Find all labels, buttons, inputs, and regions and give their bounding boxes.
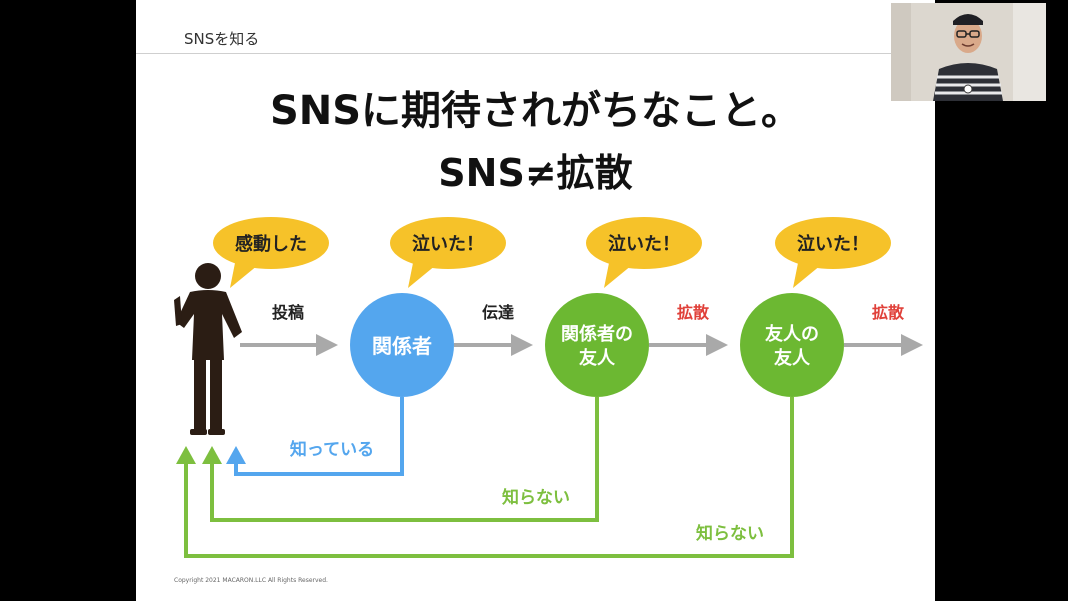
return-line-blue bbox=[234, 397, 404, 476]
bubble-text: 泣いた！ bbox=[412, 233, 484, 255]
return-line-green-1 bbox=[210, 397, 599, 522]
arrow-label-post: 投稿 bbox=[272, 303, 304, 322]
node-friend-of-friend: 友人の 友人 bbox=[740, 293, 844, 397]
bubble-text: 泣いた！ bbox=[608, 233, 680, 255]
presenter-webcam bbox=[891, 3, 1046, 101]
speech-bubble-4: 泣いた！ bbox=[775, 217, 891, 288]
return-arrowhead-blue bbox=[226, 446, 246, 464]
speech-bubble-2: 泣いた！ bbox=[390, 217, 506, 288]
node-label-line1: 友人の bbox=[765, 323, 819, 345]
node-label-line2: 友人 bbox=[579, 347, 616, 369]
arrow-label-relay: 伝達 bbox=[482, 303, 514, 322]
node-label: 関係者 bbox=[372, 334, 432, 358]
spread-diagram: 投稿 伝達 拡散 拡散 感動した 泣いた！ 泣いた！ 泣いた！ bbox=[174, 217, 923, 558]
return-arrowhead-green-1 bbox=[202, 446, 222, 464]
bubble-text: 泣いた！ bbox=[797, 233, 869, 255]
bubble-text: 感動した bbox=[235, 233, 307, 255]
speech-bubble-3: 泣いた！ bbox=[586, 217, 702, 288]
forward-arrow-3 bbox=[649, 334, 728, 356]
arrow-label-spread-2: 拡散 bbox=[872, 303, 905, 322]
slide-subtitle: SNS≠拡散 bbox=[438, 151, 633, 195]
copyright-text: Copyright 2021 MACARON.LLC All Rights Re… bbox=[174, 577, 328, 584]
node-label-line2: 友人 bbox=[774, 347, 811, 369]
node-stakeholder: 関係者 bbox=[350, 293, 454, 397]
forward-arrow-1 bbox=[240, 334, 338, 356]
label-known: 知っている bbox=[289, 439, 374, 460]
node-stakeholder-friend: 関係者の 友人 bbox=[545, 293, 649, 397]
person-icon bbox=[174, 263, 242, 435]
forward-arrow-4 bbox=[844, 334, 923, 356]
slide-header: SNSを知る bbox=[184, 30, 260, 48]
label-unknown-2: 知らない bbox=[695, 523, 764, 544]
slide-title: SNSに期待されがちなこと。 bbox=[269, 88, 802, 134]
forward-arrow-2 bbox=[454, 334, 533, 356]
presenter-video-icon bbox=[891, 3, 1046, 101]
speech-bubble-1: 感動した bbox=[213, 217, 329, 288]
presentation-slide: SNSを知る SNSに期待されがちなこと。 SNS≠拡散 投稿 伝達 bbox=[136, 0, 935, 601]
return-arrowhead-green-2 bbox=[176, 446, 196, 464]
return-line-green-2 bbox=[184, 397, 794, 558]
node-label-line1: 関係者の bbox=[561, 323, 633, 345]
label-unknown-1: 知らない bbox=[501, 487, 570, 508]
header-divider bbox=[136, 53, 935, 54]
arrow-label-spread-1: 拡散 bbox=[677, 303, 710, 322]
